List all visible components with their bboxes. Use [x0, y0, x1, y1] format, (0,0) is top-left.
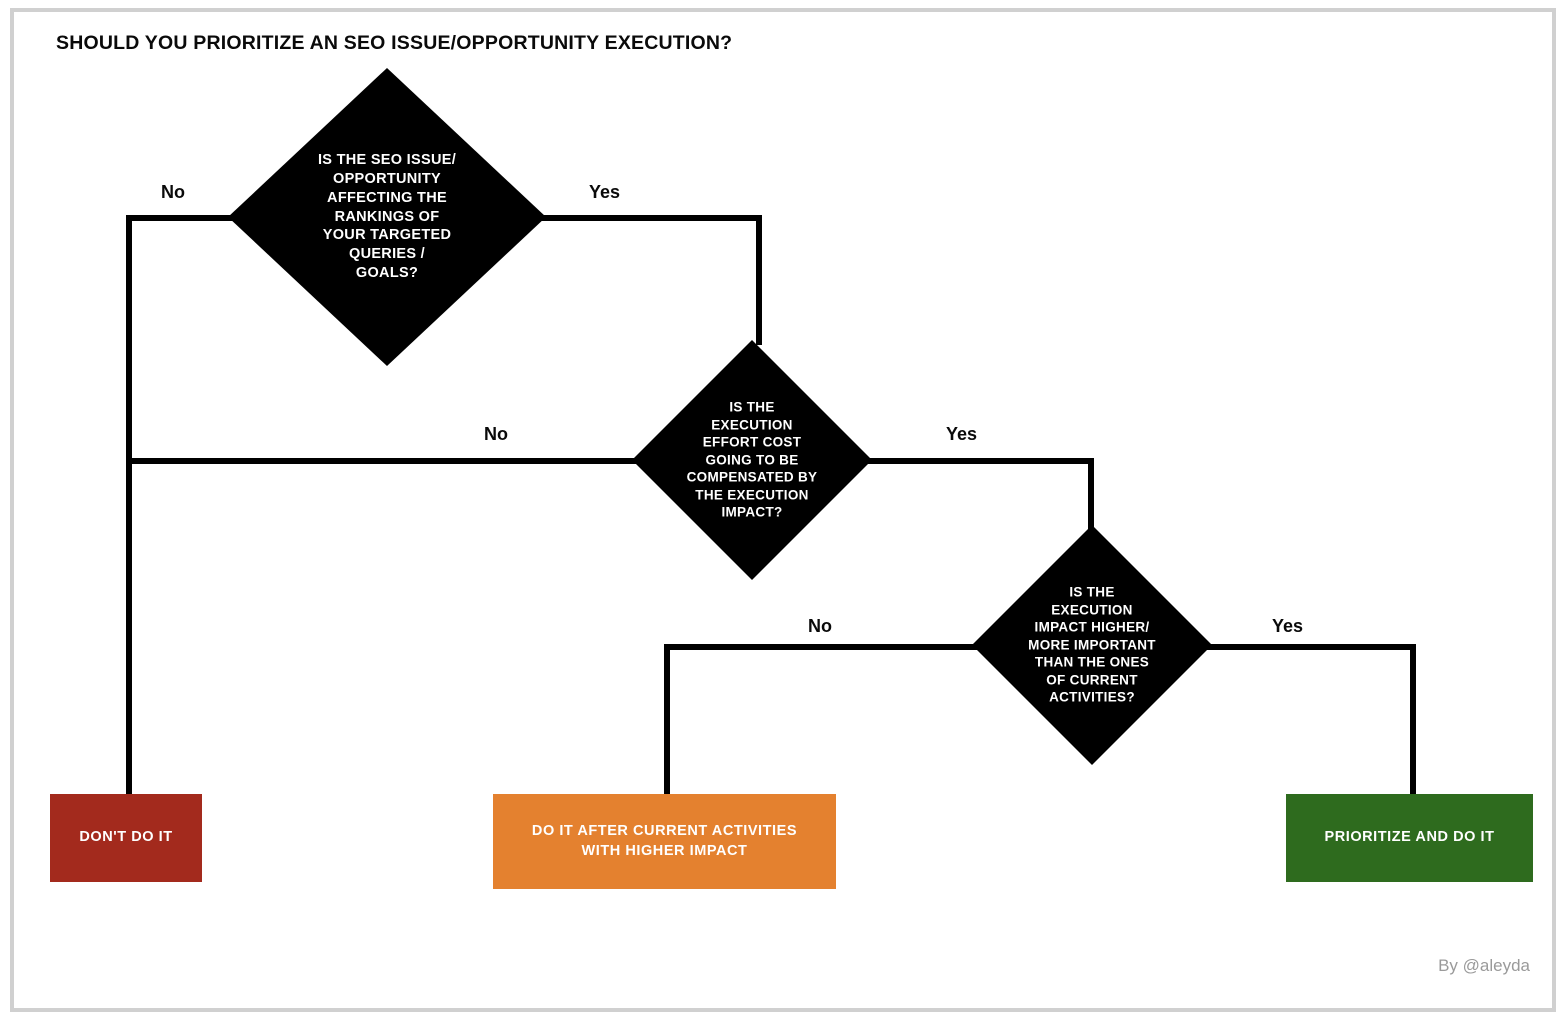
connector-d1-no-vertical: [126, 215, 132, 803]
outcome-do-it-after[interactable]: DO IT AFTER CURRENT ACTIVITIES WITH HIGH…: [493, 794, 836, 889]
connector-d1-yes-vertical: [756, 215, 762, 345]
connector-d2-no-horizontal: [126, 458, 638, 464]
edge-label-d1-no: No: [161, 182, 185, 202]
decision-3-label: IS THE EXECUTION IMPACT HIGHER/ MORE IMP…: [1028, 584, 1156, 705]
connector-d3-no-vertical: [664, 644, 670, 802]
edge-label-d2-no: No: [484, 424, 508, 444]
connector-d3-yes-horizontal: [1196, 644, 1416, 650]
connector-d2-yes-horizontal: [866, 458, 1094, 464]
decision-2-label: IS THE EXECUTION EFFORT COST GOING TO BE…: [686, 399, 818, 520]
connector-d2-yes-vertical: [1088, 458, 1094, 578]
decision-node-3[interactable]: IS THE EXECUTION IMPACT HIGHER/ MORE IMP…: [972, 525, 1212, 765]
outcome-dont-do-it[interactable]: DON'T DO IT: [50, 794, 202, 882]
connector-d3-yes-vertical: [1410, 644, 1416, 802]
decision-node-2[interactable]: IS THE EXECUTION EFFORT COST GOING TO BE…: [632, 340, 872, 580]
edge-label-d3-no: No: [808, 616, 832, 636]
page-title: SHOULD YOU PRIORITIZE AN SEO ISSUE/OPPOR…: [56, 32, 733, 54]
outcome-prioritize[interactable]: PRIORITIZE AND DO IT: [1286, 794, 1533, 882]
connector-d1-no-horizontal: [126, 215, 238, 221]
edge-label-d3-yes: Yes: [1272, 616, 1304, 636]
outcome-dont-do-it-label: DON'T DO IT: [79, 829, 173, 846]
edge-label-d2-yes: Yes: [946, 424, 978, 444]
decision-1-label: IS THE SEO ISSUE/ OPPORTUNITY AFFECTING …: [317, 152, 457, 282]
connector-d3-no-horizontal: [664, 644, 980, 650]
author-credit: By @aleyda: [1438, 956, 1530, 975]
decision-node-1[interactable]: IS THE SEO ISSUE/ OPPORTUNITY AFFECTING …: [228, 68, 546, 366]
outcome-do-it-after-label: DO IT AFTER CURRENT ACTIVITIES WITH HIGH…: [531, 822, 798, 859]
outcome-prioritize-label: PRIORITIZE AND DO IT: [1324, 829, 1495, 846]
edge-label-d1-yes: Yes: [589, 182, 621, 202]
connector-d1-yes-horizontal: [530, 215, 762, 221]
